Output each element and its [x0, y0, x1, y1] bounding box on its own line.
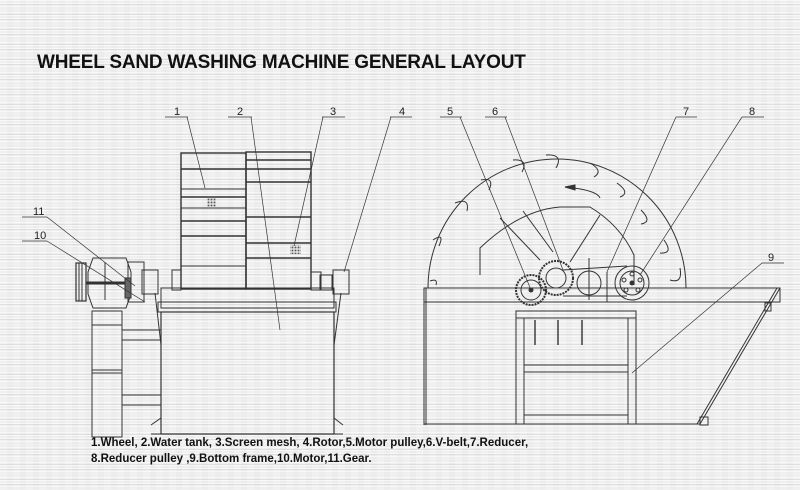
- legend-line-2: 8.Reducer pulley ,9.Bottom frame,10.Moto…: [91, 453, 372, 465]
- parts-legend: 1.Wheel, 2.Water tank, 3.Screen mesh, 4.…: [91, 435, 528, 467]
- callout-8: 8: [749, 106, 755, 118]
- callout-10: 10: [34, 230, 46, 242]
- wheel-side: [180, 151, 312, 290]
- legend-line-1: 1.Wheel, 2.Water tank, 3.Screen mesh, 4.…: [91, 437, 529, 449]
- diagram-title: WHEEL SAND WASHING MACHINE GENERAL LAYOU…: [37, 52, 526, 73]
- callout-leaders: [22, 116, 784, 374]
- wheel-buckets: [429, 154, 681, 286]
- front-view: [423, 154, 781, 426]
- callout-7: 7: [683, 106, 689, 118]
- callout-11: 11: [33, 206, 44, 218]
- callout-4: 4: [399, 106, 405, 118]
- callout-numbers: 1 2 3 4 5 6 7 8 9 10 11: [33, 106, 774, 264]
- callout-2: 2: [237, 106, 243, 118]
- motor-side: [75, 257, 145, 309]
- side-view: [75, 151, 350, 438]
- callout-9: 9: [768, 252, 774, 264]
- callout-1: 1: [174, 106, 180, 118]
- wheel-front: [427, 158, 687, 289]
- screen-mesh-swatch: [207, 198, 216, 207]
- drive-gears: [515, 258, 650, 306]
- callout-6: 6: [492, 106, 498, 118]
- callout-3: 3: [330, 106, 336, 118]
- screen-mesh-swatch: [290, 245, 301, 254]
- callout-5: 5: [447, 106, 453, 118]
